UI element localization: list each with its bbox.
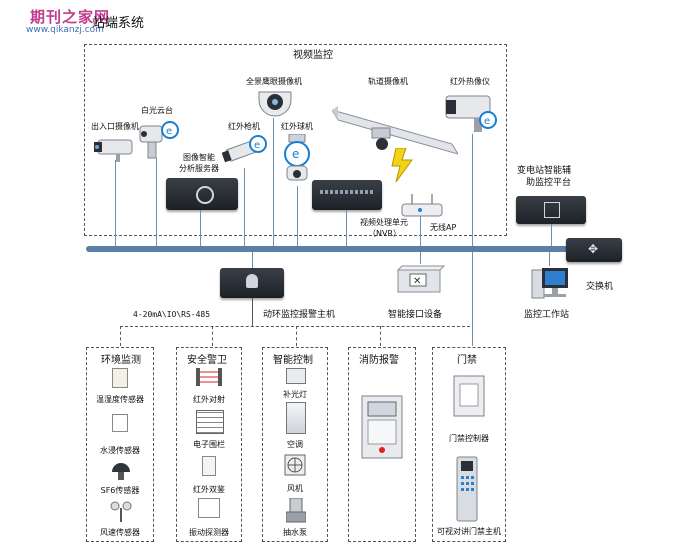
label-panoramic-camera: 全景鹰眼摄像机: [246, 77, 302, 86]
label-thermal-imager: 红外热像仪: [450, 77, 490, 86]
label-wireless-ap: 无线AP: [430, 223, 457, 232]
label-ir-dome: 红外球机: [281, 122, 313, 131]
fill-light-icon: [286, 368, 306, 384]
white-light-ptz-icon[interactable]: e: [138, 118, 182, 164]
vibration-detector-icon: [198, 498, 220, 518]
watermark-brand: 期刊之家网: [30, 8, 111, 26]
wind-speed-sensor-icon: [110, 500, 132, 528]
label-fill-light: 补光灯: [283, 390, 307, 399]
svg-text:e: e: [166, 126, 172, 137]
distribution-line: [120, 326, 470, 328]
label-bus-protocol: 4-20mA\IO\RS-485: [133, 310, 211, 319]
image-analysis-server[interactable]: [166, 178, 238, 210]
label-nvr: （NVR）: [368, 229, 402, 238]
label-smart-interface: 智能接口设备: [388, 310, 443, 320]
air-conditioner-icon: [286, 402, 306, 434]
label-air-conditioner: 空调: [287, 440, 303, 449]
label-video-processing: 视频处理单元: [360, 218, 408, 227]
fan-icon: [284, 454, 306, 480]
label-white-light-ptz: 白光云台: [141, 106, 173, 115]
network-bus: [86, 246, 606, 252]
group-smart-control-title: 智能控制: [273, 355, 313, 366]
svg-text:✕: ✕: [413, 276, 421, 287]
magnifier-icon: [196, 186, 214, 204]
fire-alarm-panel[interactable]: [360, 394, 406, 466]
panoramic-camera-icon[interactable]: [255, 88, 295, 122]
page-title: 站端系统: [92, 16, 145, 31]
nvr-device[interactable]: [312, 180, 382, 210]
label-sf6-sensor: SF6传感器: [100, 486, 140, 495]
ir-bullet-camera-icon[interactable]: e: [221, 134, 268, 172]
sf6-sensor-icon: [110, 460, 132, 486]
label-pump: 抽水泵: [283, 528, 307, 537]
monitoring-platform-server[interactable]: [516, 196, 586, 224]
alarm-icon: [246, 274, 258, 288]
label-vibration: 振动探测器: [189, 528, 229, 537]
network-switch[interactable]: ✥: [566, 238, 622, 262]
label-video-intercom: 可视对讲门禁主机: [437, 527, 501, 536]
label-water-sensor: 水浸传感器: [100, 446, 140, 455]
svg-text:e: e: [254, 140, 260, 151]
electric-fence-icon: [196, 410, 224, 434]
water-sensor-icon: [112, 414, 128, 432]
svg-text:e: e: [484, 116, 490, 127]
label-access-controller: 门禁控制器: [449, 434, 489, 443]
label-rail-camera: 轨道摄像机: [368, 77, 408, 86]
label-image-analysis-2: 分析服务器: [179, 164, 219, 173]
label-image-analysis-1: 图像智能: [183, 153, 215, 162]
label-ir-beam: 红外对射: [193, 395, 225, 404]
label-platform-2: 助监控平台: [526, 178, 572, 188]
svg-text:e: e: [292, 147, 299, 161]
group-fire-alarm-title: 消防报警: [359, 355, 399, 366]
ir-dual-icon: [202, 456, 216, 476]
wireless-ap-device[interactable]: [400, 192, 444, 224]
temp-humidity-sensor-icon: [112, 368, 128, 388]
label-platform-1: 变电站智能辅: [517, 166, 572, 176]
label-alarm-host: 动环监控报警主机: [263, 310, 336, 320]
label-workstation: 监控工作站: [524, 310, 570, 320]
smart-interface-device[interactable]: ✕: [394, 262, 446, 302]
thermal-imager-icon[interactable]: e: [444, 90, 500, 150]
wireless-signal-icon: [390, 147, 416, 186]
label-fan: 风机: [287, 484, 303, 493]
entrance-camera-icon[interactable]: [94, 134, 138, 168]
group-environment-title: 环境监测: [101, 355, 141, 366]
label-ir-dual: 红外双鉴: [193, 485, 225, 494]
pump-icon: [285, 497, 307, 528]
label-electric-fence: 电子围栏: [193, 440, 225, 449]
alarm-host-device[interactable]: [220, 268, 284, 298]
label-entrance-camera: 出入口摄像机: [91, 122, 139, 131]
label-ir-bullet: 红外枪机: [228, 122, 260, 131]
label-temp-humidity: 温湿度传感器: [96, 395, 144, 404]
group-security-title: 安全警卫: [187, 355, 227, 366]
ir-beam-icon: [194, 366, 224, 392]
switch-arrows-icon: ✥: [588, 242, 599, 256]
platform-icon: [544, 202, 560, 218]
video-intercom-icon[interactable]: [456, 456, 478, 526]
label-switch: 交换机: [586, 282, 614, 292]
access-controller-icon[interactable]: [452, 374, 486, 422]
label-wind-speed: 风速传感器: [100, 528, 140, 537]
monitoring-workstation[interactable]: [530, 266, 572, 306]
video-monitoring-box: [84, 44, 507, 236]
group-access-control-title: 门禁: [457, 355, 477, 366]
video-monitoring-title: 视频监控: [293, 50, 333, 61]
ir-dome-camera-icon[interactable]: e: [281, 133, 315, 190]
watermark-url: www.qikanzj.com: [26, 25, 104, 35]
